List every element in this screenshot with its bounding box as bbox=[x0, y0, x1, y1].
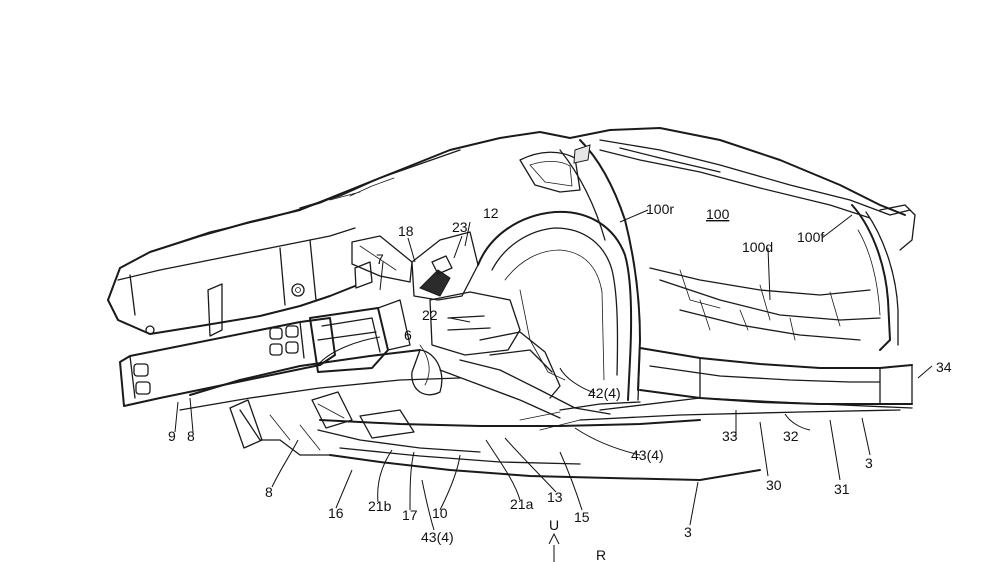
label-21b: 21b bbox=[368, 498, 392, 514]
label-33: 33 bbox=[722, 428, 738, 444]
label-8-bottom: 8 bbox=[265, 484, 273, 500]
label-18: 18 bbox=[398, 223, 414, 239]
label-6: 6 bbox=[404, 327, 412, 343]
label-22: 22 bbox=[422, 307, 438, 323]
label-31: 31 bbox=[834, 481, 850, 497]
label-43-4-right: 43(4) bbox=[631, 447, 664, 463]
label-43-4-bottom: 43(4) bbox=[421, 529, 454, 545]
label-16: 16 bbox=[328, 505, 344, 521]
label-10: 10 bbox=[432, 505, 448, 521]
label-15: 15 bbox=[574, 509, 590, 525]
label-23: 23 bbox=[452, 219, 468, 235]
label-100r: 100r bbox=[646, 201, 674, 217]
label-42-4: 42(4) bbox=[588, 385, 621, 401]
reference-labels: 100r 100 100d 100f 18 23 12 7 22 6 42(4)… bbox=[168, 201, 952, 562]
label-direction-u: U bbox=[549, 517, 559, 533]
label-100d: 100d bbox=[742, 239, 773, 255]
label-21a: 21a bbox=[510, 496, 534, 512]
label-13: 13 bbox=[547, 489, 563, 505]
label-32: 32 bbox=[783, 428, 799, 444]
label-3-bottom: 3 bbox=[684, 524, 692, 540]
label-8-left: 8 bbox=[187, 428, 195, 444]
label-17: 17 bbox=[402, 507, 418, 523]
label-30: 30 bbox=[766, 477, 782, 493]
label-100f: 100f bbox=[797, 229, 824, 245]
label-100: 100 bbox=[706, 206, 730, 222]
leader-lines bbox=[174, 209, 933, 562]
label-direction-r: R bbox=[596, 547, 606, 562]
label-34: 34 bbox=[936, 359, 952, 375]
vehicle-rear-body-structure bbox=[107, 127, 916, 481]
label-12: 12 bbox=[483, 205, 499, 221]
label-9: 9 bbox=[168, 428, 176, 444]
label-3-right: 3 bbox=[865, 455, 873, 471]
label-7: 7 bbox=[376, 251, 384, 267]
